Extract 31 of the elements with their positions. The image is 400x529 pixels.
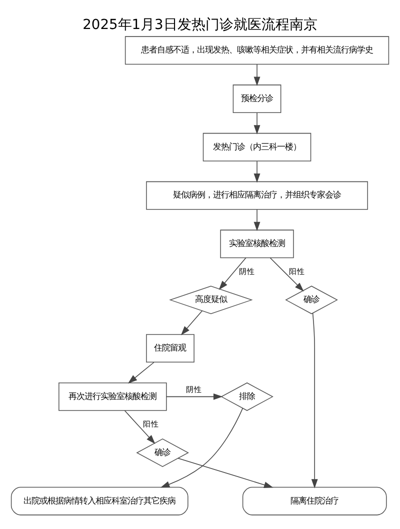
node-box: 发热门诊（内三科一楼） bbox=[202, 132, 312, 161]
node-box: 隔离住院治疗 bbox=[242, 486, 387, 515]
node-diamond: 确诊 bbox=[285, 285, 338, 314]
node-box: 住院留观 bbox=[146, 334, 194, 362]
arrow bbox=[254, 64, 260, 86]
edge-label: 阳性 bbox=[288, 266, 305, 276]
edge-label: 阴性 bbox=[239, 266, 256, 276]
arrow bbox=[128, 362, 154, 383]
node-diamond: 排除 bbox=[220, 382, 274, 410]
diagram-title: 2025年1月3日发热门诊就医流程南京 bbox=[82, 16, 318, 33]
arrow bbox=[166, 392, 223, 400]
arrow bbox=[254, 160, 260, 182]
node-diamond: 高度疑似 bbox=[169, 285, 253, 314]
arrow bbox=[254, 208, 260, 231]
node-box: 患者自感不适，出现发热、咳嗽等相关症状，并有相关流行病学史 bbox=[124, 36, 390, 64]
arrow bbox=[218, 256, 246, 290]
arrow bbox=[311, 312, 318, 488]
arrow bbox=[254, 112, 260, 134]
arrow bbox=[124, 410, 156, 444]
arrow bbox=[270, 256, 304, 291]
node-box: 疑似病例，进行相应隔离治疗，并组织专家会诊 bbox=[146, 180, 368, 210]
arrow bbox=[178, 457, 274, 488]
node-box: 实验室核酸检测 bbox=[220, 229, 294, 258]
edge-label: 阴性 bbox=[186, 384, 202, 394]
node-box: 预检分诊 bbox=[232, 84, 282, 112]
edge-label: 阳性 bbox=[143, 419, 160, 428]
node-box: 再次进行实验室核酸检测 bbox=[58, 382, 167, 410]
arrow bbox=[160, 407, 244, 488]
arrow bbox=[180, 310, 202, 335]
node-box: 出院或根据病情转入相应科室治疗其它疾病 bbox=[10, 486, 188, 515]
node-diamond: 确诊 bbox=[136, 438, 189, 466]
